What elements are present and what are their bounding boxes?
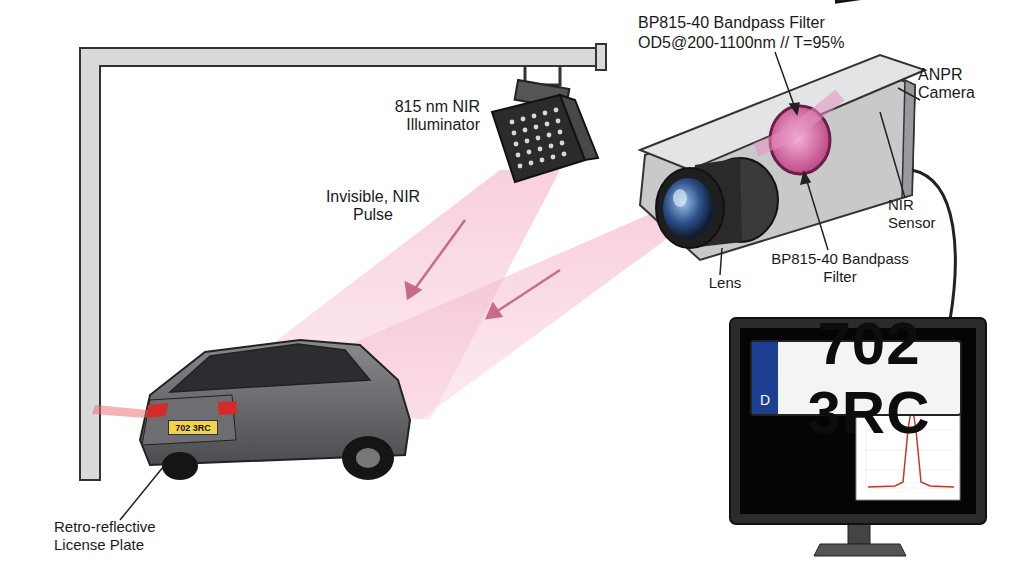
filter-spec: OD5@200-1100nm // T=95% xyxy=(638,34,898,52)
plate-label: Retro-reflective License Plate xyxy=(54,518,204,554)
country-code: D xyxy=(752,342,778,414)
license-plate: 702 3RC xyxy=(168,420,218,435)
lens-label: Lens xyxy=(700,274,750,292)
screen-plate: D702 3RC xyxy=(750,340,962,416)
car xyxy=(92,340,410,480)
camera-label: ANPR Camera xyxy=(918,66,988,102)
plate-text: 702 3RC xyxy=(175,423,211,433)
plate-number: 702 3RC xyxy=(778,309,960,447)
camera-cable xyxy=(912,170,955,320)
gantry xyxy=(80,44,606,480)
beam-arrow xyxy=(406,220,560,318)
pulse-label: Invisible, NIR Pulse xyxy=(318,188,428,224)
nir-illuminator xyxy=(492,66,598,182)
filter-label: BP815-40 Bandpass Filter xyxy=(770,250,910,286)
filter-title: BP815-40 Bandpass Filter xyxy=(638,14,898,32)
illuminator-label: 815 nm NIR Illuminator xyxy=(380,98,480,134)
sensor-label: NIR Sensor xyxy=(888,196,948,232)
